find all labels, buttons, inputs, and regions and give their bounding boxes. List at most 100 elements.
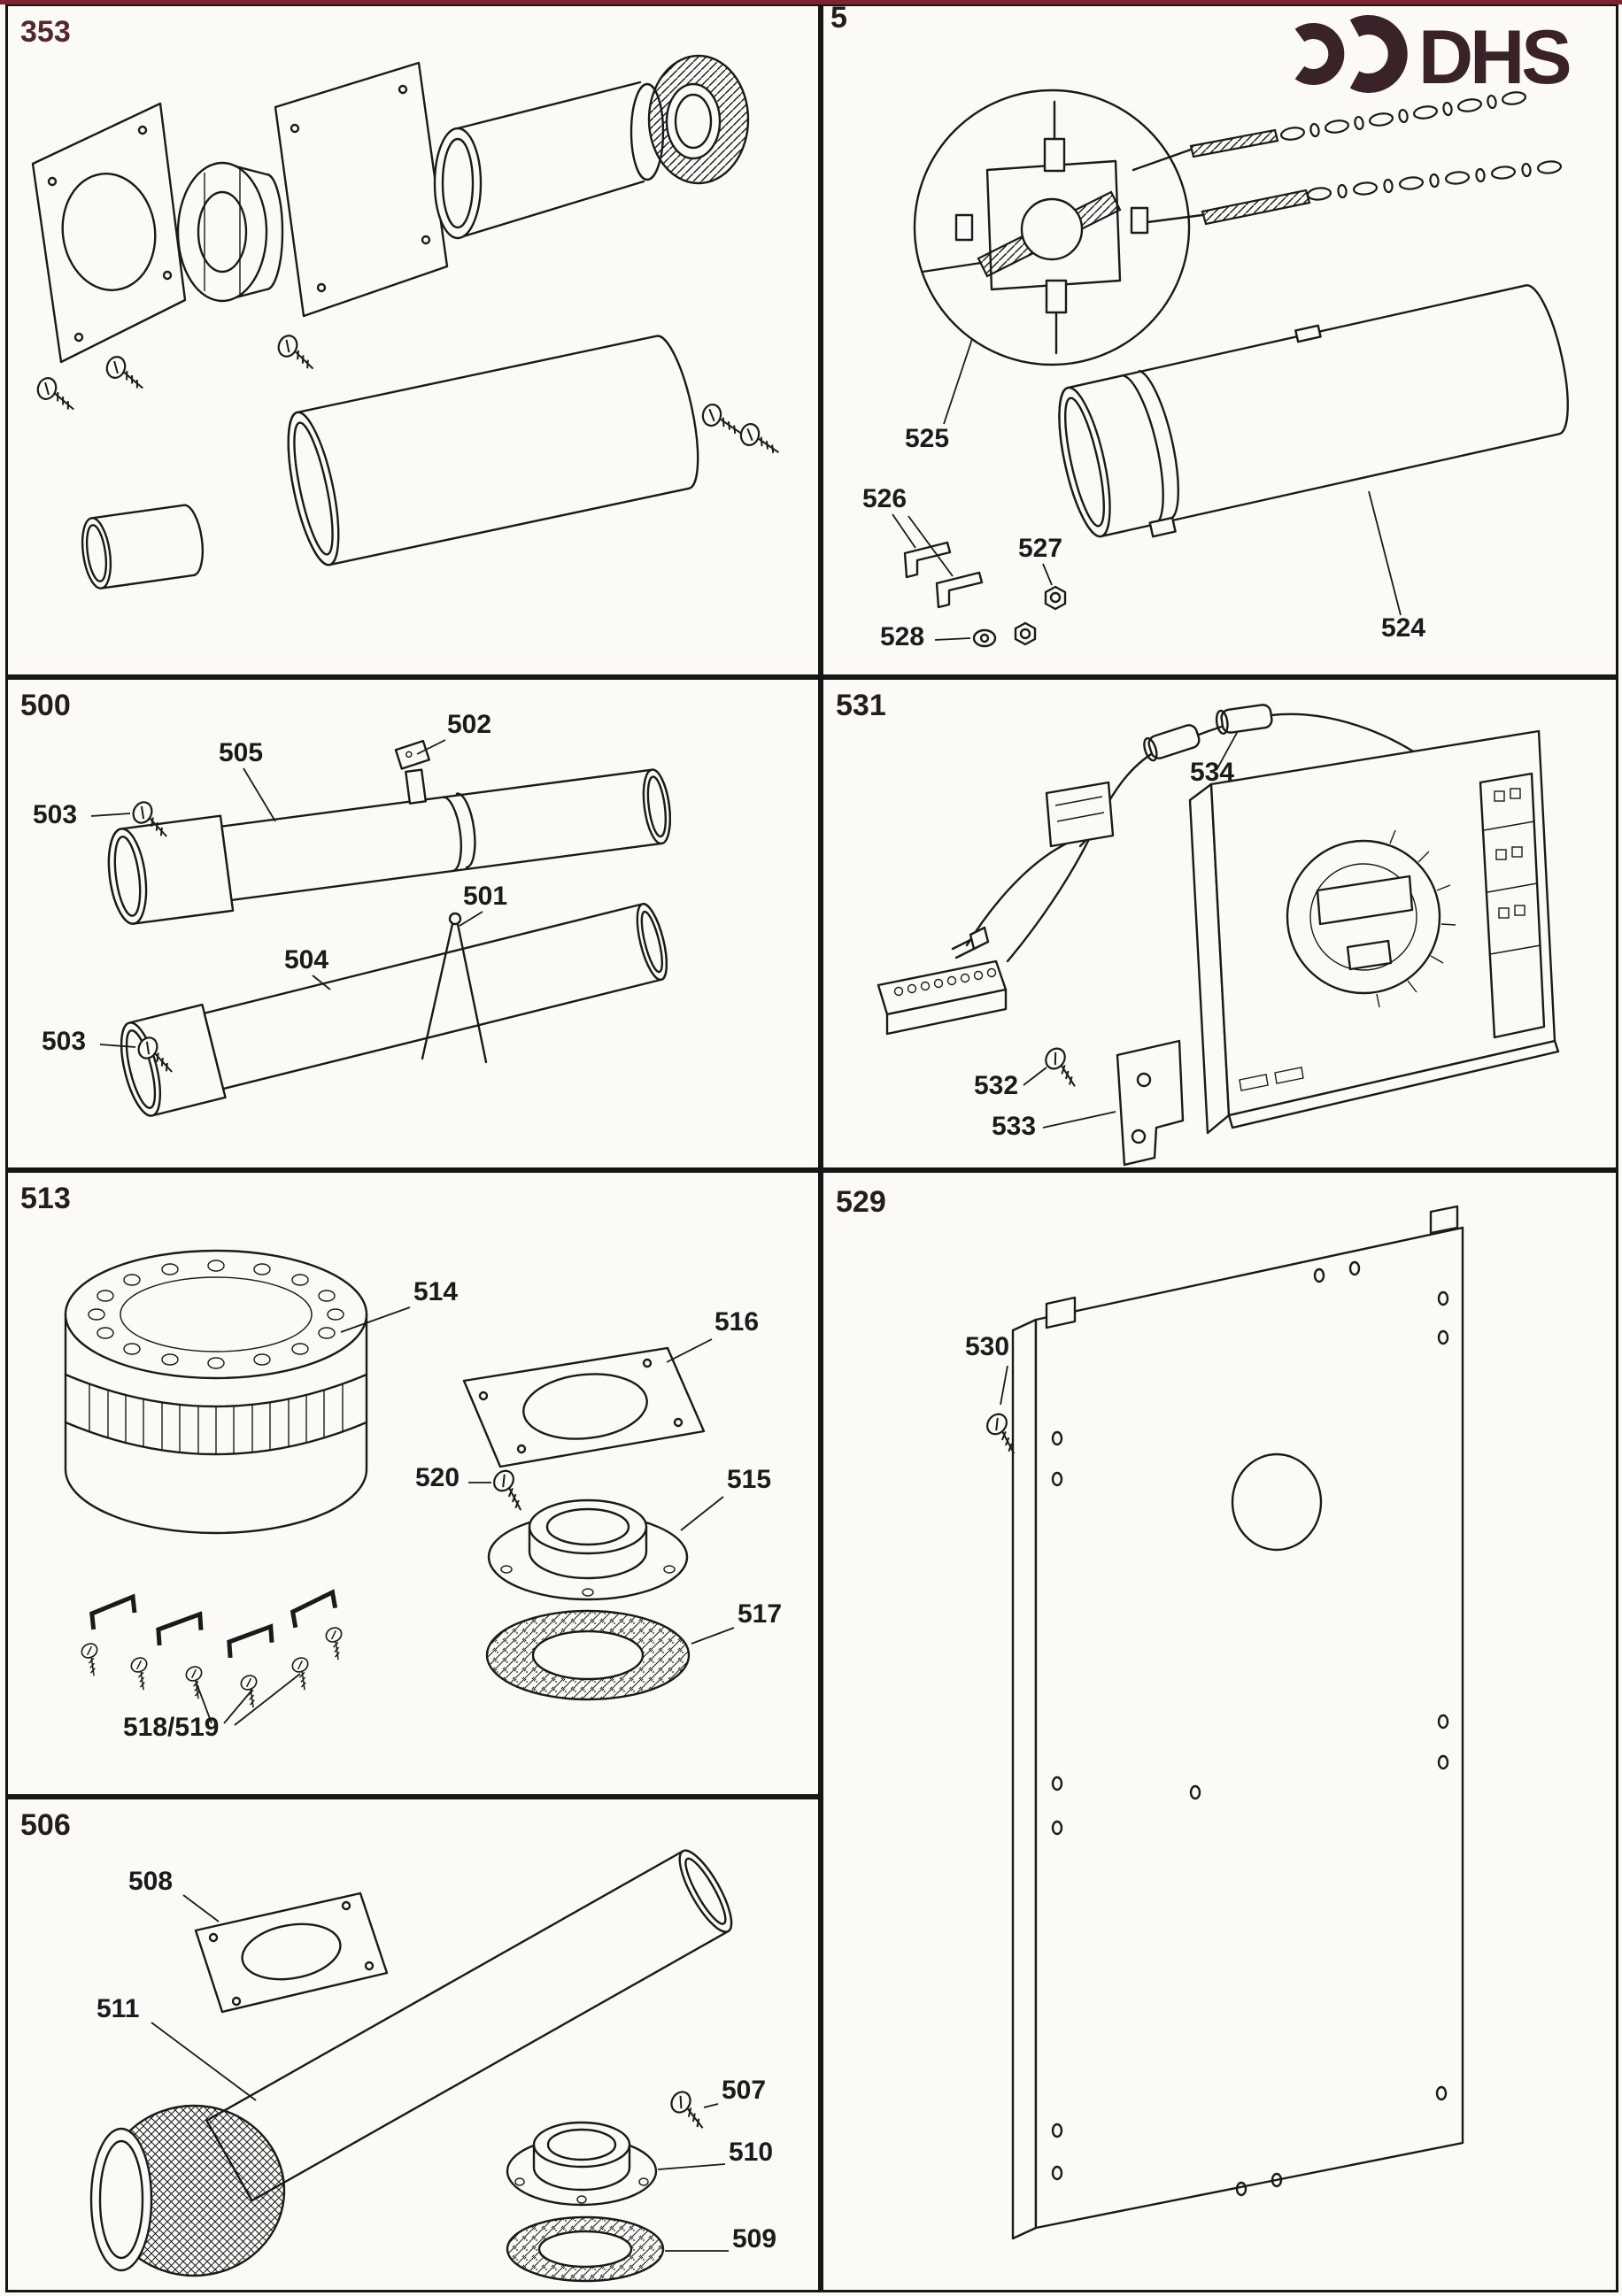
screw-icon <box>487 1466 537 1513</box>
nut <box>1044 585 1067 611</box>
svg-text:511: 511 <box>97 1994 139 2023</box>
svg-text:509: 509 <box>732 2224 776 2254</box>
panel-513-label: 513 <box>20 1182 71 1215</box>
callout-520: 520 <box>415 1463 491 1492</box>
page-top-rule <box>0 0 1622 4</box>
svg-text:526: 526 <box>862 484 907 513</box>
suspension-bracket <box>921 100 1149 355</box>
ferrite-bead <box>1143 724 1201 762</box>
svg-text:504: 504 <box>284 945 328 975</box>
svg-text:507: 507 <box>722 2076 766 2105</box>
flue-cylinder-524 <box>1058 284 1569 538</box>
air-intake-exploded-illustration <box>89 1849 733 2283</box>
svg-text:518/519: 518/519 <box>123 1713 219 1742</box>
callout-501: 501 <box>459 882 507 927</box>
svg-text:520: 520 <box>415 1463 460 1492</box>
ferrite-bead <box>1215 704 1273 735</box>
washer-and-nut <box>972 621 1037 648</box>
panel-506-label: 506 <box>20 1808 71 1842</box>
burner-pot-exploded-illustration <box>64 1249 706 1709</box>
screw-icon <box>665 2087 715 2131</box>
terminal-strip <box>877 959 1008 1036</box>
flue-terminal-exploded-illustration <box>31 54 784 589</box>
svg-text:514: 514 <box>413 1277 458 1306</box>
screw-icon <box>33 374 82 412</box>
side-panel-illustration <box>980 1205 1464 2240</box>
callout-530: 530 <box>965 1332 1009 1406</box>
screw-icon <box>699 402 746 436</box>
svg-text:505: 505 <box>219 738 263 767</box>
flange-collar-510 <box>506 2121 658 2207</box>
brand-chevrons-icon <box>1294 15 1408 93</box>
flue-pipes-exploded-illustration <box>107 739 671 1117</box>
panel-529: 529 530 <box>821 1170 1618 2292</box>
spade-terminal <box>951 926 990 959</box>
chain-assembly-lower <box>1146 159 1563 226</box>
svg-text:503: 503 <box>33 800 77 829</box>
callout-534: 534 <box>1190 730 1239 787</box>
angle-bracket <box>903 541 984 609</box>
callout-507: 507 <box>703 2076 766 2108</box>
panel-500: 500 <box>5 677 821 1170</box>
callout-502: 502 <box>416 710 491 755</box>
svg-text:528: 528 <box>880 622 924 651</box>
callout-511: 511 <box>97 1994 257 2101</box>
mesh-cowl <box>89 2104 286 2277</box>
callout-533: 533 <box>992 1111 1116 1141</box>
callout-518-519: 518/519 <box>123 1673 301 1742</box>
lower-flue-pipe <box>120 903 668 1117</box>
callout-517: 517 <box>691 1599 782 1645</box>
svg-text:527: 527 <box>1018 534 1062 563</box>
suspension-detail-illustration <box>903 89 1569 648</box>
callout-524: 524 <box>1368 490 1425 643</box>
mounting-bracket-533 <box>1116 1039 1185 1167</box>
callout-528: 528 <box>880 622 971 651</box>
chain-assembly-upper <box>1132 89 1527 172</box>
svg-text:525: 525 <box>905 424 949 453</box>
wall-plate-2 <box>274 61 449 318</box>
large-flue-pipe <box>287 335 699 566</box>
svg-text:502: 502 <box>447 710 491 739</box>
wall-plate-1 <box>31 102 187 364</box>
svg-text:508: 508 <box>128 1867 173 1896</box>
burner-drum-514 <box>64 1249 368 1535</box>
plug-connector <box>1045 781 1115 848</box>
callout-509: 509 <box>665 2224 776 2254</box>
panel-353-label: 353 <box>20 15 71 49</box>
callout-503-upper: 503 <box>33 800 131 829</box>
svg-text:517: 517 <box>738 1599 782 1629</box>
panel-513: 513 <box>5 1170 821 1797</box>
callout-504: 504 <box>284 945 331 990</box>
flue-tube-with-cowl <box>433 54 750 240</box>
callout-508: 508 <box>128 1867 220 1922</box>
screw-icon <box>274 332 322 372</box>
svg-text:510: 510 <box>729 2138 773 2167</box>
panel-52x-label: 5 <box>830 6 847 35</box>
panel-tab <box>1429 1205 1459 1235</box>
svg-text:532: 532 <box>974 1071 1018 1100</box>
panel-500-label: 500 <box>20 689 71 722</box>
callout-514: 514 <box>340 1277 458 1333</box>
panel-face <box>1034 1226 1464 2230</box>
svg-text:524: 524 <box>1381 613 1425 643</box>
panel-52x: 5 <box>821 4 1618 677</box>
panel-edge <box>1011 1318 1038 2240</box>
short-tube <box>81 504 205 589</box>
screw-icon <box>737 421 784 456</box>
wire-clip <box>421 912 488 1064</box>
brand-name: DHS <box>1418 15 1569 100</box>
callout-525: 525 <box>905 338 973 453</box>
flange-collar-515 <box>487 1499 689 1601</box>
fixing-holes <box>1051 1260 1449 2197</box>
burner-opening <box>1231 1452 1323 1552</box>
panel-506: 506 <box>5 1797 821 2292</box>
screw-icon <box>102 353 151 391</box>
gasket-ring-517 <box>485 1609 691 1701</box>
gasket-ring-509 <box>506 2215 665 2283</box>
upper-flue-pipe <box>107 739 671 925</box>
svg-text:534: 534 <box>1190 758 1234 787</box>
panel-353: 353 <box>5 4 821 677</box>
svg-text:516: 516 <box>714 1307 759 1337</box>
pipe-bracket-502 <box>394 739 430 805</box>
